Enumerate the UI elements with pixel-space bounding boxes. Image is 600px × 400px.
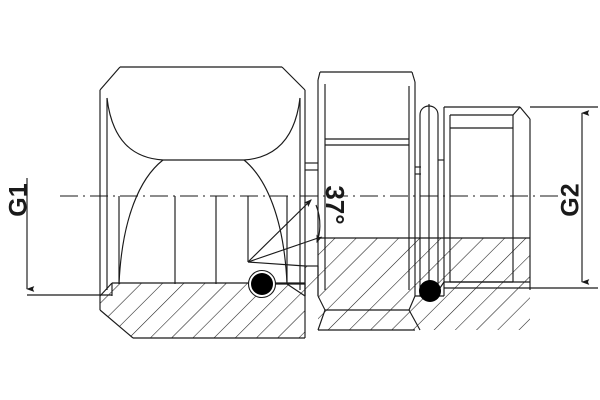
flare-angle-leaders [247, 199, 323, 263]
dimension-label-g1: G1 [5, 183, 33, 216]
flare-angle-label: 37° [320, 185, 350, 224]
dimension-label-g2: G2 [557, 183, 585, 216]
oring-group [247, 269, 441, 302]
oring-1 [251, 273, 273, 295]
dimension-g2 [530, 106, 598, 289]
oring-2 [419, 280, 441, 302]
section-boundaries [111, 237, 530, 331]
step-detail [305, 159, 444, 175]
dimension-g1 [26, 178, 112, 296]
drawing-geometry [26, 66, 598, 339]
